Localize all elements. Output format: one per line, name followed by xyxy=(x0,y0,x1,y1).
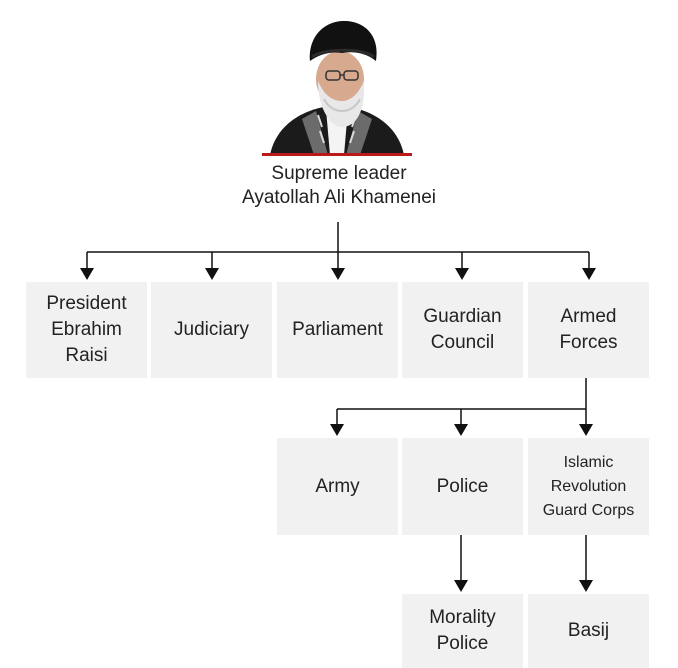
node-guardian-council-label: Guardian Council xyxy=(423,306,502,353)
node-president-label: President Ebrahim Raisi xyxy=(46,293,127,366)
node-irgc: Islamic Revolution Guard Corps xyxy=(528,438,649,535)
node-army: Army xyxy=(277,438,398,535)
node-morality-police: Morality Police xyxy=(402,594,523,668)
node-basij-label: Basij xyxy=(567,620,610,641)
node-armed-forces-label: Armed Forces xyxy=(559,306,618,353)
node-armed-forces: Armed Forces xyxy=(528,282,649,378)
node-army-label: Army xyxy=(315,475,360,497)
node-guardian-council: Guardian Council xyxy=(402,282,523,378)
node-police: Police xyxy=(402,438,523,535)
node-judiciary: Judiciary xyxy=(151,282,272,378)
supreme-leader-portrait xyxy=(262,21,412,156)
node-parliament-label: Parliament xyxy=(292,319,383,340)
node-morality-police-label: Morality Police xyxy=(429,607,496,654)
node-parliament: Parliament xyxy=(277,282,398,378)
node-police-label: Police xyxy=(436,475,489,497)
leader-name: Ayatollah Ali Khamenei xyxy=(242,187,436,208)
node-judiciary-label: Judiciary xyxy=(174,319,249,340)
node-president: President Ebrahim Raisi xyxy=(26,282,147,378)
node-basij: Basij xyxy=(528,594,649,668)
node-irgc-label: Islamic Revolution Guard Corps xyxy=(542,453,635,519)
supreme-leader-title: Supreme leader Ayatollah Ali Khamenei xyxy=(189,162,489,210)
leader-role: Supreme leader xyxy=(271,163,407,184)
